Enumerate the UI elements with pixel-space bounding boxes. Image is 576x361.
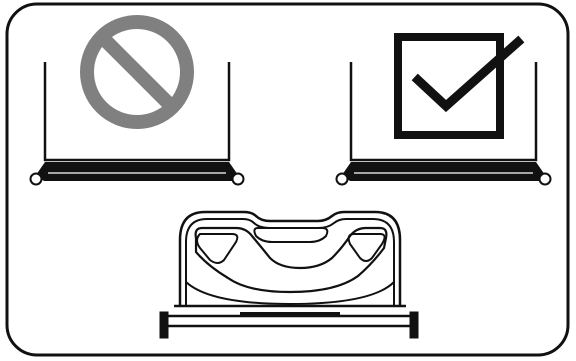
frame-right-post	[410, 312, 418, 338]
frame-left-post	[160, 312, 168, 338]
checkmark-icon	[398, 37, 518, 135]
